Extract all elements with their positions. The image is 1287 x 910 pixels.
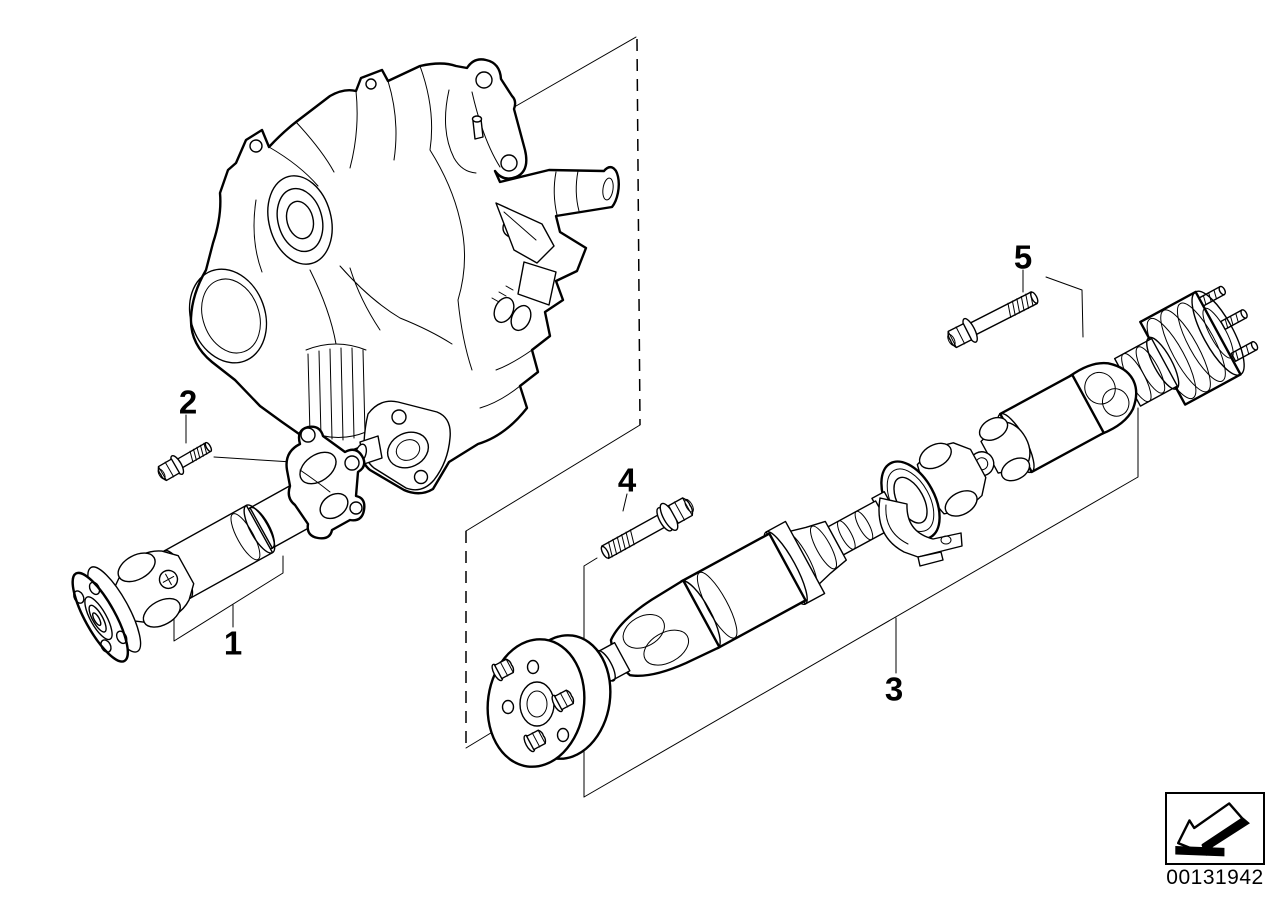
front-propeller-shaft [71, 425, 366, 663]
document-number: 00131942 [1166, 866, 1264, 889]
bolt-5 [947, 291, 1039, 349]
flex-disc [486, 634, 612, 768]
transfer-case [188, 58, 620, 495]
shift-actuator [491, 202, 557, 332]
cut-plane-lines [465, 36, 641, 749]
rear-propeller-shaft [486, 285, 1259, 768]
hex-head [947, 323, 973, 349]
bolt-2 [157, 441, 213, 482]
bolt-4 [600, 497, 694, 560]
flex-disc-bolt [491, 658, 515, 682]
mount-hole [249, 139, 263, 153]
callout-3[interactable]: 3 [884, 670, 904, 708]
callout-5[interactable]: 5 [1013, 238, 1033, 276]
direction-arrow-icon [1175, 802, 1250, 857]
center-bearing-bracket [878, 497, 963, 567]
flex-disc-bolt [551, 689, 575, 713]
callout-1[interactable]: 1 [223, 624, 243, 662]
output-flange [354, 400, 451, 491]
flange [71, 566, 142, 663]
direction-arrow-box [1165, 792, 1265, 865]
front-flange-yoke [285, 425, 366, 540]
flex-disc-bolt [523, 729, 547, 753]
callout-2[interactable]: 2 [178, 383, 198, 421]
callout-4[interactable]: 4 [617, 461, 637, 499]
